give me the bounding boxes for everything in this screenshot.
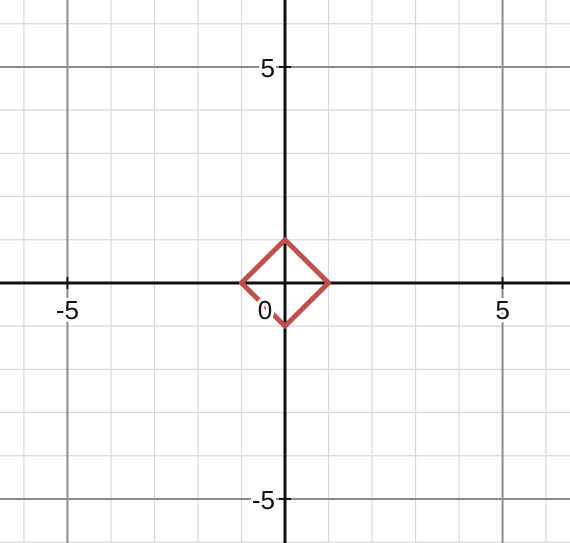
y-tick-label: 5 <box>261 53 275 83</box>
origin-label: 0 <box>258 295 272 325</box>
curve-vertex <box>282 323 288 329</box>
y-tick-label: -5 <box>252 485 275 515</box>
curve-vertex <box>282 237 288 243</box>
curves <box>238 237 332 329</box>
curve-vertex <box>238 280 244 286</box>
curve-vertex <box>326 280 332 286</box>
tick-labels: -5 0 5 5 -5 <box>53 50 513 518</box>
x-tick-label: 5 <box>495 295 509 325</box>
x-tick-label: -5 <box>56 295 79 325</box>
